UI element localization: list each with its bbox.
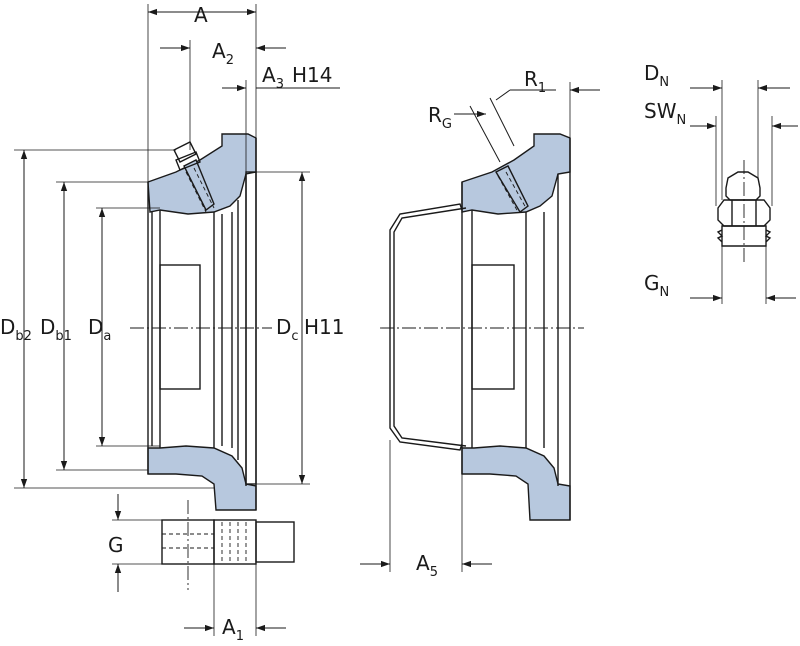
label-dn: DN xyxy=(644,61,669,90)
label-dc: Dc xyxy=(276,315,299,344)
lower-flange-section xyxy=(147,445,257,511)
label-gn: GN xyxy=(644,271,669,300)
nipple-head xyxy=(725,171,761,201)
bearing-pocket xyxy=(159,264,201,390)
label-g: G xyxy=(108,533,124,557)
grease-nipple xyxy=(173,141,215,213)
dimension-labels: A A2 A3 H14 Db2 Db1 Da Dc H11 G A1 RG R1… xyxy=(0,3,686,644)
middle-housing-view xyxy=(380,133,584,521)
label-a3: A3 xyxy=(262,63,284,92)
mounting-bolt xyxy=(161,519,295,565)
label-a1: A1 xyxy=(222,615,244,644)
label-a: A xyxy=(194,3,208,27)
middle-grease-port xyxy=(495,165,529,214)
end-cover xyxy=(389,203,467,451)
left-housing-view xyxy=(130,133,295,590)
nipple-hex xyxy=(717,199,771,227)
label-a5: A5 xyxy=(416,551,438,580)
label-r1: R1 xyxy=(524,67,546,96)
middle-upper-section xyxy=(461,133,571,215)
label-a2: A2 xyxy=(212,39,234,68)
middle-lower-section xyxy=(461,445,571,521)
label-db1: Db1 xyxy=(40,315,72,344)
label-db2: Db2 xyxy=(0,315,32,344)
label-da: Da xyxy=(88,315,111,344)
nipple-detail-view xyxy=(716,160,772,262)
left-dimensions xyxy=(14,4,340,636)
middle-dimensions xyxy=(360,82,600,572)
label-swn: SWN xyxy=(644,99,686,128)
nipple-dimensions xyxy=(690,80,798,304)
middle-bearing-pocket xyxy=(471,264,515,390)
label-rg: RG xyxy=(428,103,452,132)
label-h11: H11 xyxy=(304,315,345,339)
label-h14: H14 xyxy=(292,63,333,87)
housing-inner-ribs xyxy=(151,200,239,460)
